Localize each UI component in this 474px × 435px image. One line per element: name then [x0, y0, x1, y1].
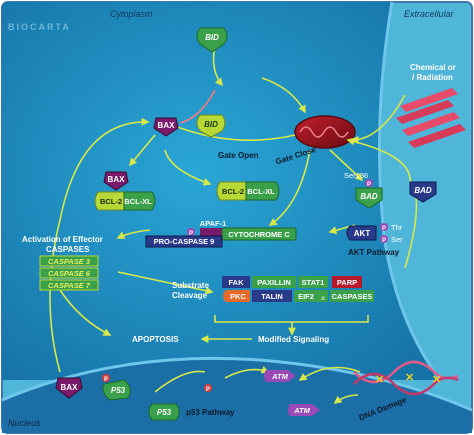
p53-phospho-node: P53 — [102, 379, 131, 401]
ser-label: Ser — [391, 235, 403, 244]
svg-text:P: P — [104, 377, 108, 383]
svg-text:BAX: BAX — [158, 121, 176, 130]
gate-open-label: Gate Open — [218, 151, 259, 160]
caspase7-node: CASPASE 7 — [39, 279, 99, 291]
svg-text:BCL-2: BCL-2 — [100, 197, 122, 206]
phospho-badge-free: P — [204, 384, 212, 393]
svg-text:PAXILLIN: PAXILLIN — [257, 278, 291, 287]
mitochondrion-icon — [294, 115, 356, 149]
talin-node: TALIN — [252, 290, 292, 302]
svg-text:TALIN: TALIN — [261, 292, 283, 301]
svg-text:P: P — [189, 231, 193, 237]
bax-node-nucleus: BAX — [55, 377, 83, 399]
bad-phospho-node: BAD — [355, 187, 383, 209]
stimulus-label-line2: / Radiation — [412, 73, 453, 82]
svg-text:BID: BID — [205, 33, 219, 42]
bax-bcl-complex-left: BAX BCL-2 BCL-XL — [94, 171, 156, 211]
svg-text:EIF2: EIF2 — [298, 292, 314, 301]
akt-pathway-label: AKT Pathway — [348, 248, 400, 257]
svg-text:BCL-XL: BCL-XL — [247, 187, 275, 196]
procaspase9-node: PRO-CASPASE 9 — [145, 235, 223, 248]
extracellular-label: Extracellular — [404, 9, 455, 19]
apoptosis-label: APOPTOSIS — [132, 335, 179, 344]
pkc-node: PKC — [223, 290, 250, 302]
svg-text:CASPASE 3: CASPASE 3 — [48, 257, 91, 266]
caspase6-node: CASPASE 6 — [39, 267, 99, 279]
svg-text:PRO-CASPASE 9: PRO-CASPASE 9 — [154, 237, 215, 246]
svg-text:BCL-2: BCL-2 — [222, 187, 244, 196]
svg-text:BAD: BAD — [414, 186, 432, 195]
substrate-label-line2: Cleavage — [172, 291, 208, 300]
bax-node-top: BAX — [153, 117, 179, 137]
svg-text:ATM: ATM — [293, 406, 310, 415]
p53-pathway-label: p53 Pathway — [186, 408, 235, 417]
nucleus-label: Nucleus — [8, 418, 41, 428]
caspase3-node: CASPASE 3 — [39, 255, 99, 267]
eif2-node: EIF2 α — [294, 290, 328, 302]
stimulus-label-line1: Chemical or — [410, 63, 456, 72]
svg-text:P: P — [367, 182, 371, 188]
activation-label-line1: Activation of Effector — [22, 235, 103, 244]
phospho-badge-procaspase9: P — [187, 228, 195, 237]
svg-text:BID: BID — [204, 120, 218, 129]
ser136-label: Ser136 — [344, 171, 368, 180]
caspases-node: CASPASES — [330, 290, 374, 302]
bid-red-arrow — [179, 89, 216, 124]
nuclear-membrane — [1, 356, 473, 412]
svg-text:PARP: PARP — [337, 278, 357, 287]
svg-text:ATM: ATM — [271, 372, 288, 381]
svg-text:CYTOCHROME C: CYTOCHROME C — [228, 230, 290, 239]
svg-text:P: P — [206, 387, 210, 393]
svg-text:STAT1: STAT1 — [302, 278, 325, 287]
radiation-bolts-icon — [396, 88, 466, 148]
substrate-label-line1: Substrate — [172, 281, 209, 290]
svg-text:BAD: BAD — [360, 192, 378, 201]
phospho-badge-ser136: P — [365, 179, 373, 188]
svg-text:CASPASE 6: CASPASE 6 — [48, 269, 91, 278]
atm-node-lower: ATM — [288, 404, 320, 416]
p53-node: P53 — [148, 403, 180, 421]
watermark-logo: BIOCARTA — [8, 22, 71, 32]
svg-text:CASPASES: CASPASES — [332, 292, 373, 301]
svg-text:✕: ✕ — [405, 372, 414, 384]
svg-text:✕: ✕ — [375, 374, 384, 386]
svg-text:PKC: PKC — [230, 292, 246, 301]
svg-text:P53: P53 — [157, 408, 172, 417]
svg-text:FAK: FAK — [229, 278, 245, 287]
thr-label: Thr — [391, 223, 403, 232]
cytoplasm-label: Cytoplasm — [110, 9, 153, 19]
bid-node-mid: BID — [196, 114, 226, 138]
svg-text:AKT: AKT — [354, 229, 371, 238]
parp-node: PARP — [332, 276, 362, 288]
pathway-arrows — [49, 44, 418, 404]
svg-text:P53: P53 — [111, 386, 126, 395]
nucleus-region — [2, 358, 472, 433]
bad-node: BAD — [409, 181, 437, 203]
atm-node-upper: ATM — [264, 370, 296, 382]
activation-label-line2: CASPASES — [46, 245, 90, 254]
fak-node: FAK — [222, 276, 250, 288]
paxillin-node: PAXILLIN — [252, 276, 296, 288]
phospho-badge-thr: P — [380, 223, 388, 232]
cytochrome-c-node: CYTOCHROME C — [221, 227, 297, 241]
dna-damage-icon: ✕ ✕ ✕ — [353, 360, 459, 396]
svg-text:CASPASE 7: CASPASE 7 — [48, 281, 91, 290]
phospho-badge-ser: P — [380, 235, 388, 244]
svg-text:BAX: BAX — [61, 383, 79, 392]
apaf1-node: APAF-1 — [200, 219, 227, 236]
stat1-node: STAT1 — [298, 276, 328, 288]
modified-signaling-label: Modified Signaling — [258, 335, 329, 344]
svg-text:P: P — [382, 238, 386, 244]
svg-text:BAX: BAX — [108, 175, 126, 184]
svg-text:P: P — [382, 226, 386, 232]
bid-node-top: BID — [196, 27, 228, 53]
svg-text:α: α — [321, 296, 325, 302]
akt-node: AKT — [346, 225, 377, 241]
phospho-badge-p53: P — [102, 374, 110, 383]
svg-text:APAF-1: APAF-1 — [200, 219, 227, 228]
bcl-complex-right: BCL-2 BCL-XL — [216, 181, 280, 201]
svg-text:✕: ✕ — [432, 374, 441, 386]
svg-text:BCL-XL: BCL-XL — [124, 197, 152, 206]
